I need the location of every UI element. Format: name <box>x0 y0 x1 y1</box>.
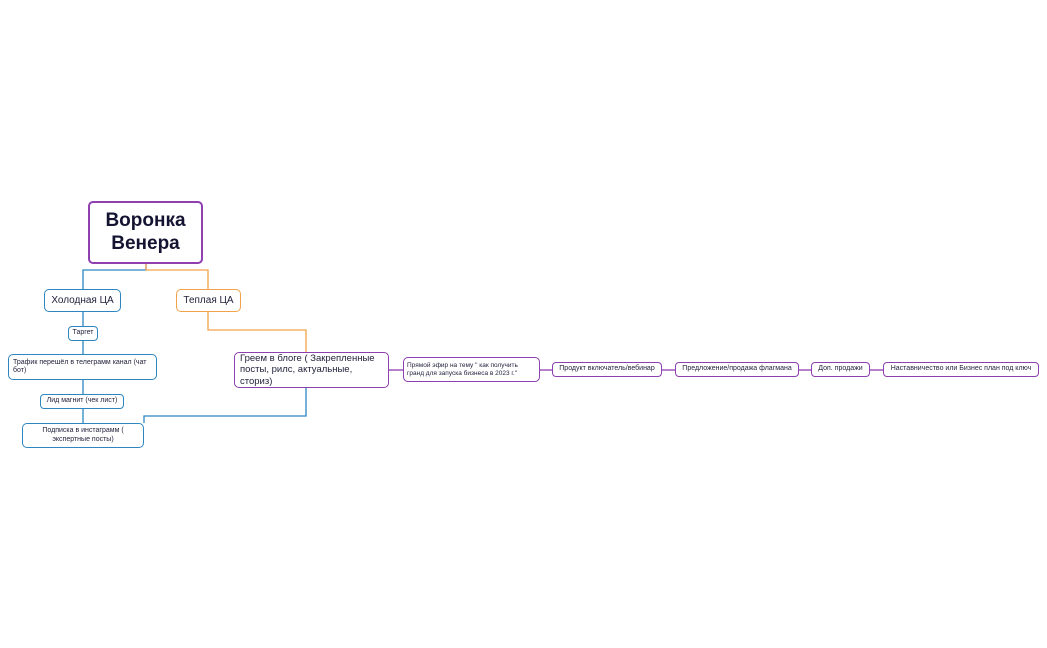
root-topic[interactable]: Воронка Венера <box>88 201 203 264</box>
cold-audience-label: Холодная ЦА <box>51 294 114 306</box>
root-title: Воронка Венера <box>105 209 186 254</box>
target-label: Таргет <box>72 329 94 337</box>
topic-telegram-traffic[interactable]: Трафик перешёл в телеграмм канал (чат бо… <box>8 354 157 380</box>
lead-magnet-label: Лид магнит (чек лист) <box>46 397 118 405</box>
mentoring-label: Наставничество или Бизнес план под ключ <box>890 365 1032 373</box>
connector-root-cold <box>82 264 147 289</box>
live-stream-label: Прямой эфир на тему " как получить гранд… <box>407 361 518 377</box>
topic-lead-magnet[interactable]: Лид магнит (чек лист) <box>40 394 124 409</box>
telegram-traffic-label: Трафик перешёл в телеграмм канал (чат бо… <box>13 358 147 374</box>
topic-mentoring[interactable]: Наставничество или Бизнес план под ключ <box>883 362 1039 377</box>
connector-root-warm <box>145 264 209 289</box>
topic-warm-audience[interactable]: Теплая ЦА <box>176 289 241 312</box>
instagram-subscribe-label: Подписка в инстаграмм ( экспертные посты… <box>42 427 124 443</box>
flagship-offer-label: Предложение/продажа флагмана <box>682 365 792 373</box>
topic-live-stream[interactable]: Прямой эфир на тему " как получить гранд… <box>403 357 540 382</box>
topic-extra-sales[interactable]: Доп. продажи <box>811 362 870 377</box>
blog-warming-label: Греем в блоге ( Закрепленные посты, рилс… <box>240 352 375 387</box>
product-webinar-label: Продукт включатель/вебинар <box>559 365 655 373</box>
topic-blog-warming[interactable]: Греем в блоге ( Закрепленные посты, рилс… <box>234 352 389 388</box>
topic-target[interactable]: Таргет <box>68 326 98 341</box>
connector-blog-subscribe <box>143 388 307 423</box>
topic-cold-audience[interactable]: Холодная ЦА <box>44 289 121 312</box>
topic-instagram-subscribe[interactable]: Подписка в инстаграмм ( экспертные посты… <box>22 423 144 448</box>
topic-product-webinar[interactable]: Продукт включатель/вебинар <box>552 362 662 377</box>
topic-flagship-offer[interactable]: Предложение/продажа флагмана <box>675 362 799 377</box>
connector-warm-blog <box>207 312 307 352</box>
warm-audience-label: Теплая ЦА <box>183 294 234 306</box>
extra-sales-label: Доп. продажи <box>818 365 863 373</box>
